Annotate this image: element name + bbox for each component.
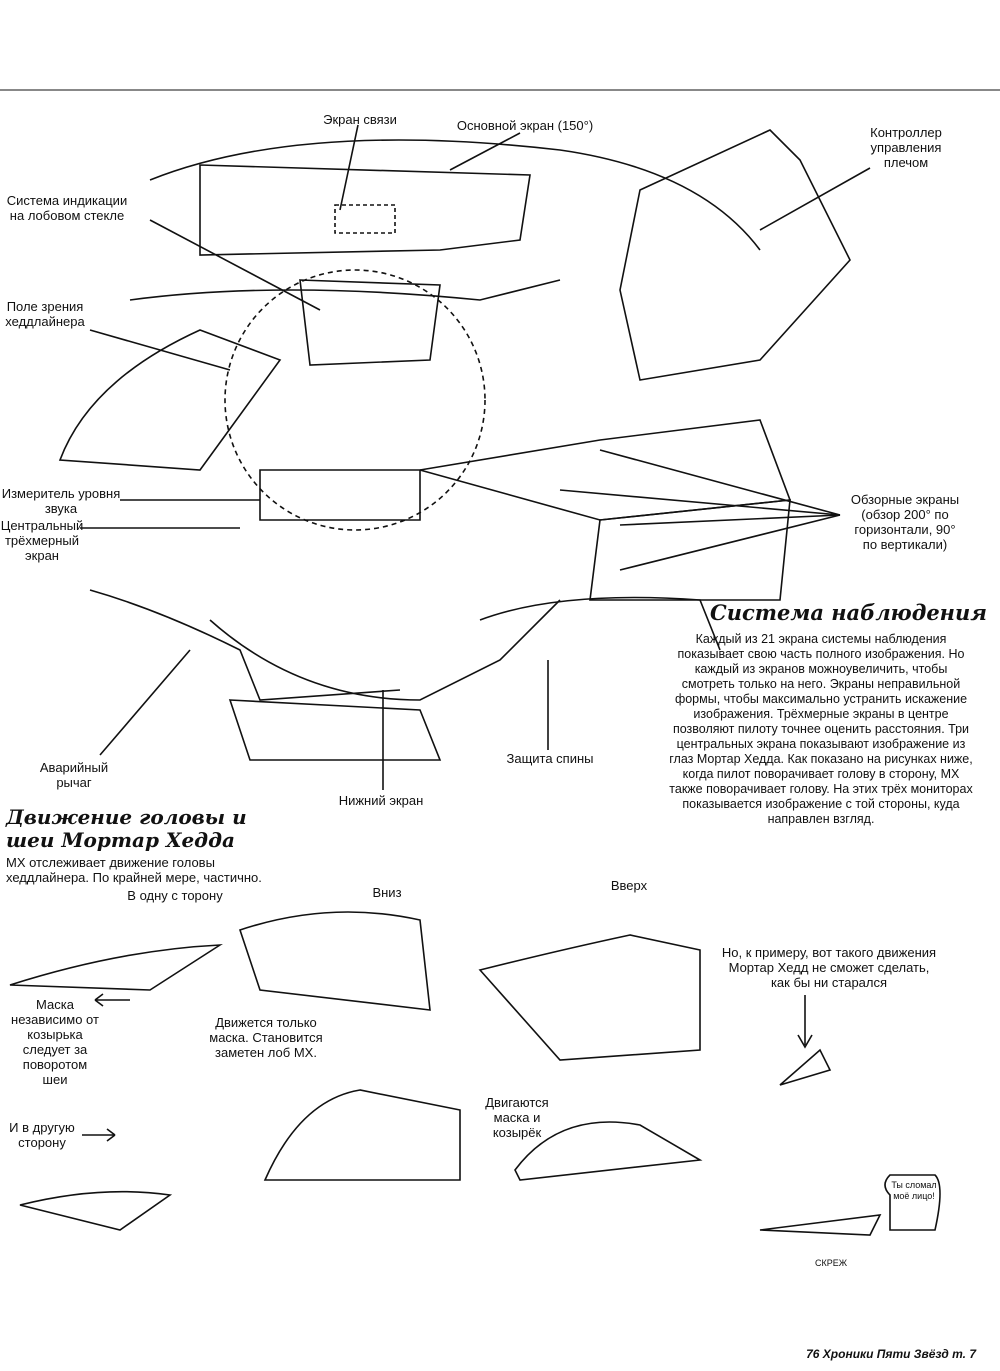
- label-field-of-view: Поле зрения хеддлайнера: [5, 299, 85, 329]
- label-shoulder-controller: Контроллер управления плечом: [870, 125, 942, 170]
- label-hud: Система индикации на лобовом стекле: [6, 193, 128, 223]
- head-sketch-3: [478, 934, 701, 1061]
- shoulder-controller-outline: [619, 129, 851, 381]
- comm-screen-outline: [334, 204, 396, 234]
- label-up: Вверх: [610, 878, 648, 893]
- label-sound-meter: Измеритель уровня звука: [1, 486, 121, 516]
- label-down: Вниз: [372, 885, 402, 900]
- sfx-crunch: СКРЕЖ: [814, 1258, 848, 1268]
- observation-text: Каждый из 21 экрана системы наблюдения п…: [669, 632, 973, 826]
- observation-title: Система наблюдения: [710, 600, 987, 625]
- label-central-3d-screen: Центральный трёхмерный экран: [0, 518, 84, 563]
- page-footer: 76 Хроники Пяти Звёзд т. 7: [806, 1347, 976, 1361]
- head-sketch-4: [19, 1190, 173, 1231]
- speech-bubble: [884, 1174, 941, 1231]
- label-mask-follows: Маска независимо от козырька следует за …: [11, 997, 99, 1087]
- head-section-intro: МХ отслеживает движение головы хеддлайне…: [6, 855, 262, 885]
- label-back-protection: Защита спины: [506, 751, 594, 766]
- left-arrow-1: [94, 993, 130, 1007]
- label-one-side: В одну с торону: [127, 888, 223, 903]
- label-main-screen: Основной экран (150°): [456, 118, 594, 133]
- right-arrow-2: [82, 1128, 116, 1142]
- head-section-title-1: Движение головы и: [6, 805, 247, 829]
- label-lower-screen: Нижний экран: [338, 793, 424, 808]
- head-sketch-6: [514, 1121, 703, 1181]
- main-screen-outline: [199, 164, 531, 256]
- head-sketch-2: [238, 911, 431, 1011]
- speech-broke-face: Ты сломал моё лицо!: [891, 1180, 937, 1201]
- label-view-screens: Обзорные экраны (обзор 200° по горизонта…: [850, 492, 960, 552]
- label-mask-visor: Двигаются маска и козырёк: [485, 1095, 549, 1140]
- head-sketch-1: [9, 944, 223, 991]
- head-sketch-7: [779, 1048, 832, 1086]
- label-emergency-lever: Аварийный рычаг: [39, 760, 109, 790]
- label-other-side: И в другую сторону: [9, 1120, 75, 1150]
- head-sketch-8: [759, 1214, 882, 1236]
- head-sketch-5: [263, 1089, 461, 1181]
- field-of-view-circle: [224, 269, 486, 531]
- label-mask-only: Движется только маска. Становится замете…: [209, 1015, 323, 1060]
- label-cannot-move: Но, к примеру, вот такого движения Морта…: [721, 945, 937, 990]
- head-section-title-2: шеи Мортар Хедда: [6, 828, 235, 852]
- label-comm-screen: Экран связи: [323, 112, 397, 127]
